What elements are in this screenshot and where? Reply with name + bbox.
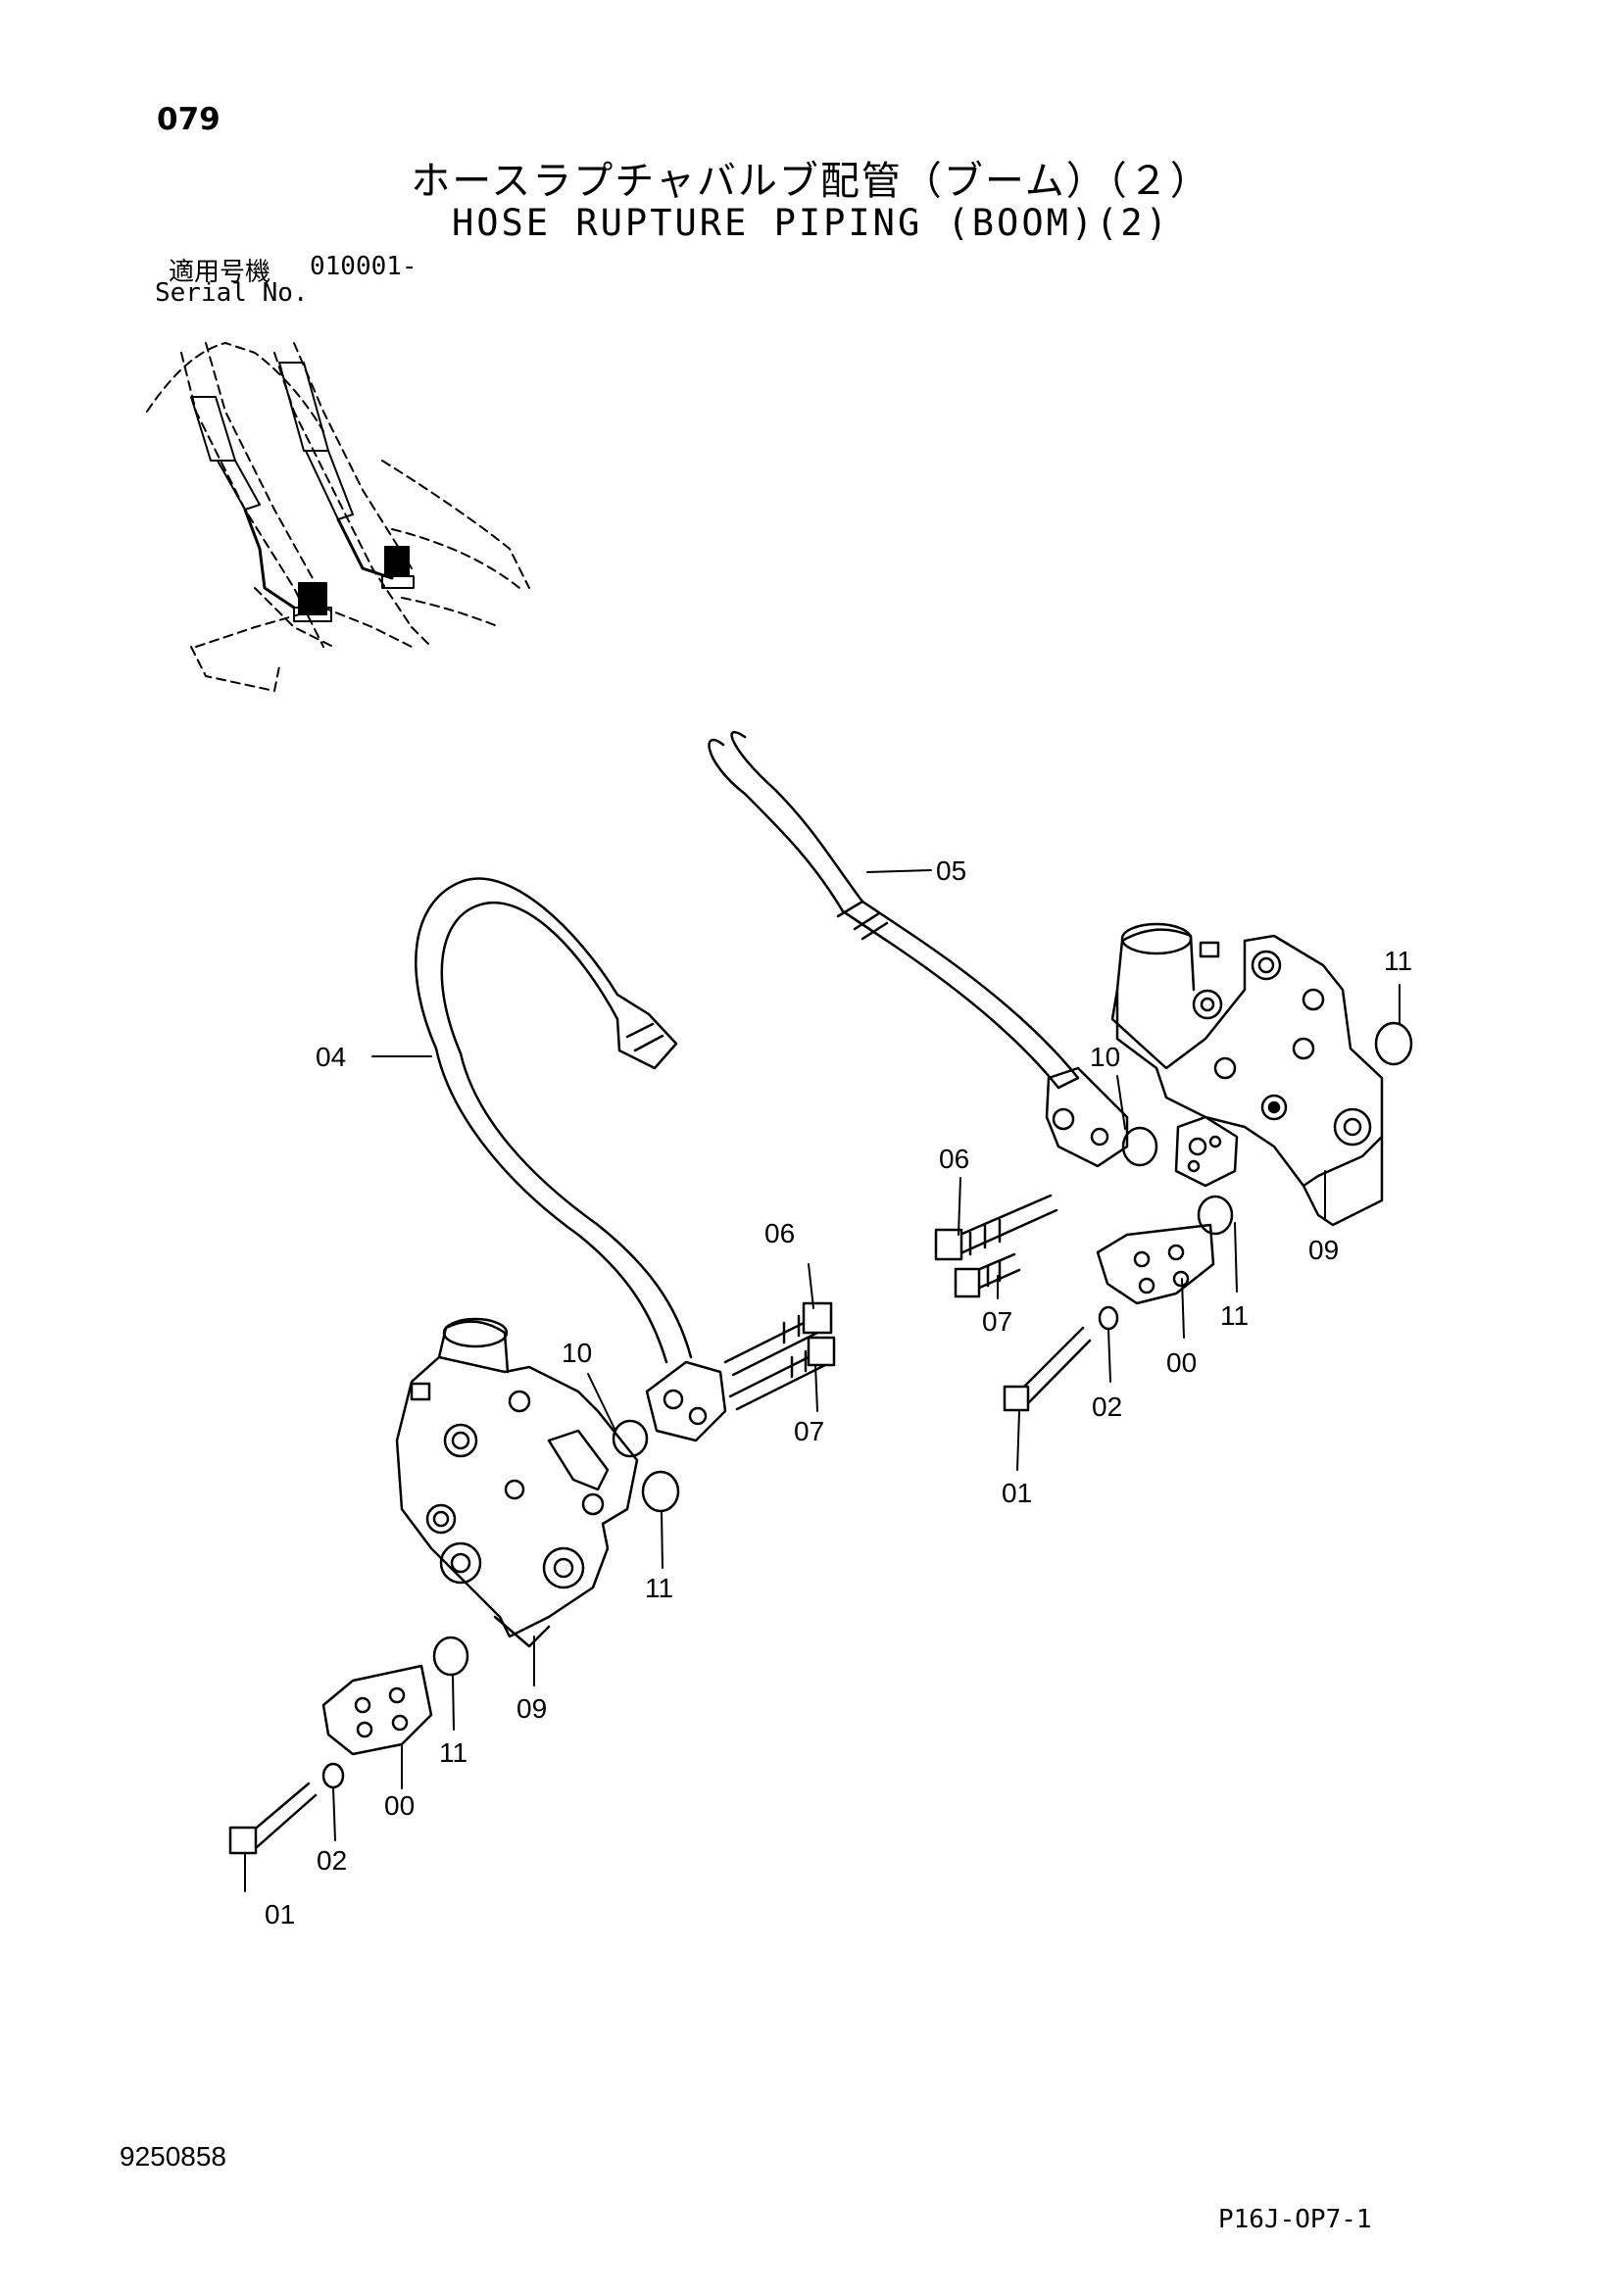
washer-02-right [1098,1305,1119,1331]
title-japanese: ホースラプチャバルブ配管（ブーム）（２） [411,159,1211,204]
o-ring-11-left-lower [432,1636,469,1677]
page-code: P16J-OP7-1 [1218,2205,1372,2234]
callout-11-right-lower: 11 [1220,1300,1249,1331]
serial-label-japanese: 適用号機 [169,258,271,287]
callout-11-left-upper: 11 [645,1573,673,1603]
title-english: HOSE RUPTURE PIPING (BOOM)(2) [451,202,1170,244]
serial-number-value: 010001- [310,252,418,281]
bolt-01-left [228,1782,318,1855]
document-number: 9250858 [120,2141,227,2172]
callout-07-left: 07 [794,1416,824,1446]
o-ring-11-right-lower [1197,1195,1234,1236]
callout-06-left: 06 [764,1218,795,1248]
o-ring-10-left [612,1419,649,1458]
valve-assembly-left [395,1317,639,1648]
block-00-left [321,1664,433,1756]
page-number: 079 [157,102,221,137]
callout-05: 05 [936,855,966,886]
hose-05-flange [1045,1066,1129,1168]
callout-11-right-upper: 11 [1384,946,1412,976]
valve-assembly-right [1110,922,1384,1227]
callout-04: 04 [316,1042,346,1072]
callout-02-left: 02 [317,1845,347,1876]
callout-00-left: 00 [384,1790,415,1821]
bolt-06-left [723,1301,833,1377]
serial-label-english: Serial No. [155,278,309,308]
o-ring-11-right-upper [1374,1021,1413,1066]
callout-02-right: 02 [1092,1392,1122,1422]
callout-01-right: 01 [1002,1478,1032,1508]
block-00-right [1096,1223,1215,1305]
leader-lines [244,869,1401,1892]
callout-06-right: 06 [939,1144,969,1174]
callout-10-left: 10 [562,1338,592,1368]
washer-02-left [321,1762,345,1789]
location-overview [146,342,530,692]
o-ring-11-left-upper [641,1470,680,1513]
callout-00-right: 00 [1166,1347,1197,1378]
bolt-07-right [954,1252,1021,1298]
callout-labels: 05 04 11 10 06 07 09 11 00 02 01 06 10 0… [265,855,1412,1930]
bolt-01-right [1003,1326,1092,1412]
callout-01-left: 01 [265,1899,295,1930]
o-ring-10-right [1121,1126,1158,1167]
callout-10-right: 10 [1090,1042,1120,1072]
callout-09-left: 09 [516,1693,547,1724]
hose-04 [415,877,693,1364]
callout-09-right: 09 [1308,1235,1339,1265]
hose-05 [708,731,1080,1090]
bolt-06-right [934,1194,1058,1261]
callout-07-right: 07 [982,1306,1012,1337]
bolt-07-left [728,1336,836,1411]
callout-11-left-lower: 11 [439,1737,467,1768]
hose-04-flange [645,1360,727,1442]
